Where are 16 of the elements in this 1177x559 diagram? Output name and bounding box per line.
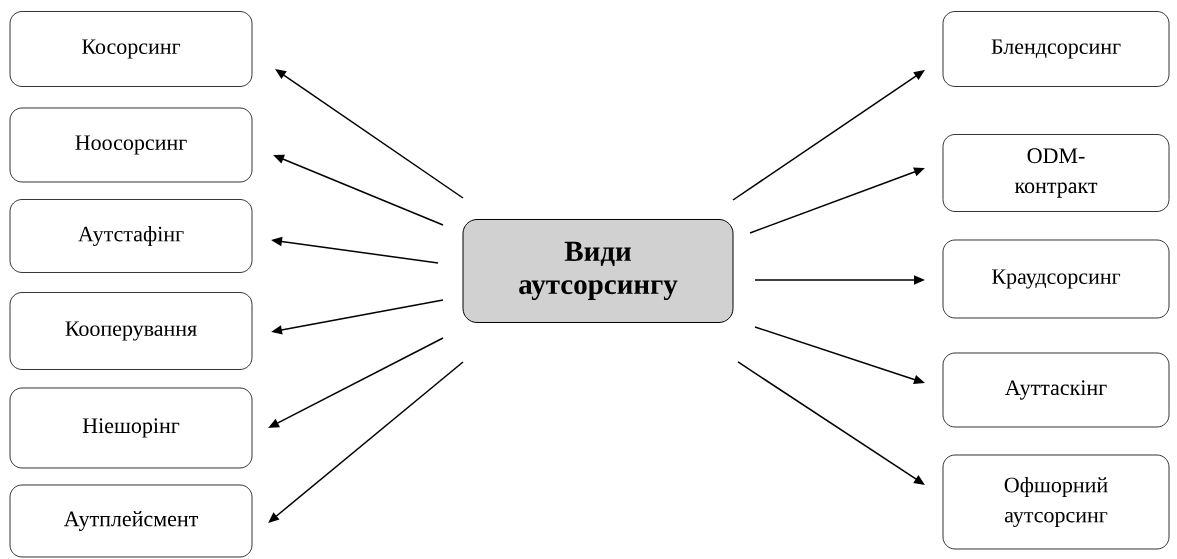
central-box: Види аутсорсингу bbox=[462, 219, 734, 323]
category-box: Ноосорсинг bbox=[9, 107, 253, 183]
category-box: Блендсорсинг bbox=[942, 11, 1170, 87]
category-box: Косорсинг bbox=[9, 11, 253, 87]
arrow bbox=[737, 361, 925, 485]
category-box: Кооперування bbox=[9, 292, 253, 370]
category-box: Ауттаскінг bbox=[942, 352, 1170, 428]
arrow bbox=[732, 70, 925, 201]
category-box: Краудсорсинг bbox=[942, 239, 1170, 319]
category-box: Офшорний аутсорсинг bbox=[942, 454, 1170, 550]
category-box: Аутстафінг bbox=[9, 199, 253, 273]
arrow bbox=[268, 361, 464, 523]
category-box: Аутплейсмент bbox=[9, 484, 253, 558]
category-box: Ніешорінг bbox=[9, 387, 253, 469]
arrow bbox=[275, 69, 464, 199]
category-box: ODM-контракт bbox=[942, 134, 1170, 212]
